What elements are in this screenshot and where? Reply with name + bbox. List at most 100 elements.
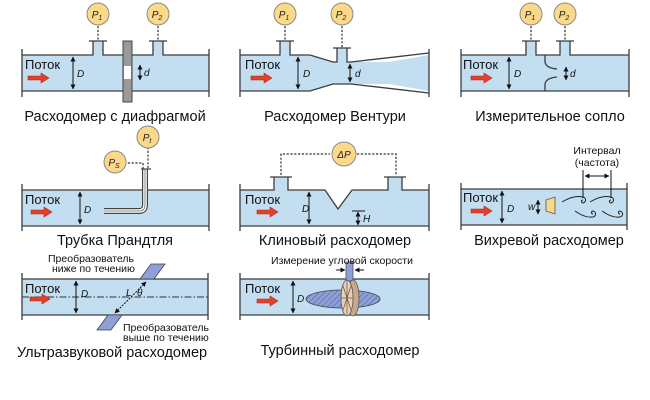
svg-text:θ: θ bbox=[137, 288, 143, 299]
pipe-wall-top bbox=[240, 176, 429, 211]
pipe-wall-top bbox=[461, 40, 629, 56]
pressure-tap-1 bbox=[280, 41, 290, 56]
flow-arrow-icon bbox=[250, 72, 273, 84]
pipe-body bbox=[240, 55, 429, 91]
downstream-label-2: ниже по течению bbox=[52, 263, 135, 275]
pressure-tap-1 bbox=[274, 177, 288, 191]
pipe-ends bbox=[21, 49, 210, 97]
caption: Расходомер Вентури bbox=[264, 109, 406, 125]
caption: Расходомер с диафрагмой bbox=[24, 109, 205, 125]
flow-arrow-icon bbox=[256, 295, 279, 307]
pressure-tap-2 bbox=[337, 48, 347, 63]
nozzle-meter: P1 P2 Поток D d Измерительное сопло bbox=[460, 2, 630, 125]
pipe-body bbox=[461, 189, 627, 225]
svg-text:ΔP: ΔP bbox=[336, 150, 351, 161]
orifice-opening bbox=[124, 66, 131, 79]
pipe-ends bbox=[460, 49, 630, 97]
svg-text:P2: P2 bbox=[336, 10, 347, 22]
pressure-tap-1 bbox=[526, 41, 536, 56]
svg-text:w: w bbox=[528, 202, 536, 213]
wedge-meter: ΔP Поток D H Клиновый расходомер bbox=[239, 141, 430, 249]
interval-label: Интервал bbox=[573, 145, 620, 157]
svg-text:D: D bbox=[297, 294, 304, 305]
upstream-transducer bbox=[96, 314, 123, 331]
caption: Вихревой расходомер bbox=[474, 233, 624, 249]
turbine-meter: Измерение угловой скорости Поток D Турби… bbox=[239, 255, 430, 359]
flow-label: Поток bbox=[25, 57, 60, 72]
flow-label: Поток bbox=[245, 57, 280, 72]
venturi-meter: P1 P2 Поток D d Расходомер Вентури bbox=[239, 2, 430, 125]
downstream-transducer bbox=[139, 263, 166, 280]
svg-text:D: D bbox=[77, 69, 84, 80]
ultrasonic-meter: L θ Поток D Преобразователь ниже по тече… bbox=[17, 253, 210, 361]
svg-text:d: d bbox=[355, 69, 361, 80]
vortex-icons bbox=[561, 196, 624, 218]
pressure-gauge-p1 bbox=[273, 2, 297, 26]
flow-label: Поток bbox=[463, 57, 498, 72]
svg-text:D: D bbox=[84, 205, 91, 216]
nozzle-upper-lip bbox=[544, 55, 558, 70]
pipe-body bbox=[240, 190, 429, 226]
flow-label: Поток bbox=[245, 192, 280, 207]
svg-text:D: D bbox=[302, 204, 309, 215]
flow-label: Поток bbox=[245, 281, 280, 296]
pipe-body bbox=[22, 55, 209, 91]
flow-arrow-icon bbox=[27, 72, 50, 84]
svg-text:P1: P1 bbox=[279, 10, 290, 22]
pressure-tap-2 bbox=[560, 41, 570, 56]
impulse-lines bbox=[280, 153, 397, 175]
pressure-gauge-pt bbox=[136, 125, 160, 149]
flow-arrow-icon bbox=[470, 205, 493, 217]
flow-arrow-icon bbox=[470, 72, 493, 84]
pressure-gauge-p2 bbox=[146, 2, 170, 26]
caption: Клиновый расходомер bbox=[259, 233, 411, 249]
caption: Турбинный расходомер bbox=[261, 343, 420, 359]
pressure-tap-2 bbox=[153, 41, 163, 56]
svg-text:D: D bbox=[507, 204, 514, 215]
pipe-walls bbox=[239, 273, 430, 320]
svg-text:d: d bbox=[144, 68, 150, 79]
flow-label: Поток bbox=[463, 190, 498, 205]
flow-label: Поток bbox=[25, 281, 60, 296]
flow-arrow-icon bbox=[30, 206, 53, 218]
static-line bbox=[124, 162, 144, 169]
svg-text:L: L bbox=[126, 288, 132, 299]
caption: Ультразвуковой расходомер bbox=[17, 345, 207, 361]
differential-pressure-gauge bbox=[331, 141, 357, 167]
svg-text:d: d bbox=[570, 69, 576, 80]
upstream-label-1: Преобразователь bbox=[123, 322, 210, 334]
flow-label: Поток bbox=[25, 192, 60, 207]
svg-text:P2: P2 bbox=[559, 10, 570, 22]
svg-text:H: H bbox=[363, 214, 371, 225]
acoustic-path bbox=[114, 281, 147, 314]
pipe-walls bbox=[21, 184, 210, 231]
svg-text:P1: P1 bbox=[92, 10, 103, 22]
pipe-wall-top bbox=[22, 40, 209, 56]
pressure-tap-2 bbox=[388, 177, 402, 191]
pressure-gauge-ps bbox=[103, 150, 127, 174]
pressure-tap-1 bbox=[93, 41, 103, 56]
flow-arrow-icon bbox=[29, 293, 51, 305]
pipe-ends bbox=[239, 49, 430, 97]
svg-text:D: D bbox=[303, 69, 310, 80]
svg-text:P1: P1 bbox=[525, 10, 536, 22]
svg-text:Pt: Pt bbox=[143, 133, 153, 145]
pressure-gauge-p2 bbox=[553, 2, 577, 26]
downstream-label-1: Преобразователь bbox=[48, 253, 135, 265]
svg-text:D: D bbox=[514, 69, 521, 80]
pressure-gauge-p1 bbox=[519, 2, 543, 26]
nozzle-lower-lip bbox=[544, 76, 558, 91]
caption: Измерительное сопло bbox=[475, 109, 625, 125]
pitot-tube-meter: PS Pt Поток D Трубка Прандтля bbox=[21, 125, 210, 249]
pressure-gauge-p2 bbox=[330, 2, 354, 26]
pressure-gauge-p1 bbox=[86, 2, 110, 26]
pipe-wall-bottom bbox=[240, 83, 430, 94]
svg-text:PS: PS bbox=[108, 158, 120, 170]
pipe-walls bbox=[239, 184, 430, 231]
svg-text:D: D bbox=[81, 289, 88, 300]
orifice-meter: P1 P2 Поток D d Расходомер с диафрагмой bbox=[21, 2, 210, 125]
svg-text:P2: P2 bbox=[152, 10, 163, 22]
upstream-label-2: выше по течению bbox=[123, 332, 209, 344]
pipe-walls bbox=[460, 183, 628, 230]
